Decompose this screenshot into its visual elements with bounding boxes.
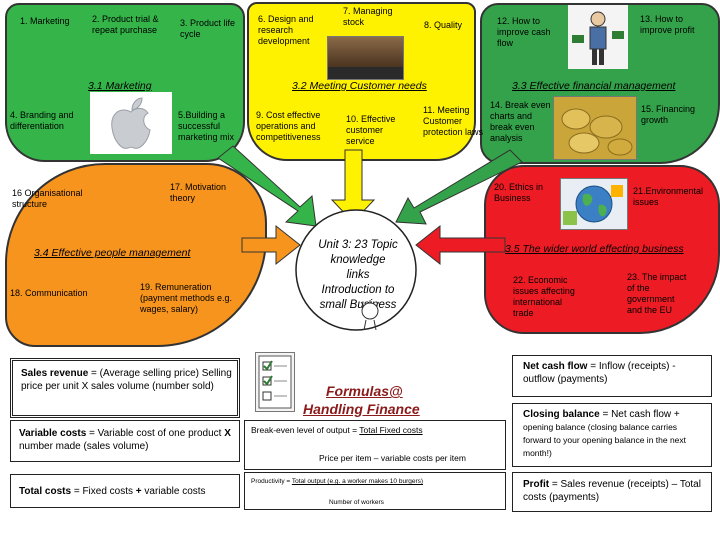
topic-3-product-life-cycle: 3. Product life cycle [180, 18, 236, 39]
breakeven-label: Break-even level of output = [251, 425, 360, 435]
closing-balance-label: Closing balance [523, 409, 600, 420]
topic-9-cost-effective: 9. Cost effective operations and competi… [256, 110, 321, 142]
topic-13-improve-profit: 13. How to improve profit [640, 14, 695, 35]
productivity-denominator: Number of workers [329, 499, 384, 506]
topic-12-cash-flow: 12. How to improve cash flow [497, 16, 551, 48]
design-team-image [327, 36, 404, 80]
apple-logo-image [90, 92, 172, 154]
formulas-title-1: Formulas@ [326, 383, 403, 399]
topic-16-organisational-structure: 16 Organisational structure [12, 188, 83, 209]
formula-profit-box: Profit = Sales revenue (receipts) – Tota… [512, 472, 712, 512]
formulas-title-2: Handling Finance [303, 401, 420, 417]
productivity-label: Productivity = [251, 478, 292, 485]
formula-sales-revenue: Sales revenue = (Average selling price) … [21, 367, 236, 393]
topic-20-ethics: 20. Ethics in Business [494, 182, 544, 203]
formula-closing-balance: Closing balance = Net cash flow + openin… [523, 408, 705, 460]
topic-11-customer-protection: 11. Meeting Customer protection laws [423, 105, 484, 137]
topic-22-economic-issues: 22. Economic issues affecting internatio… [513, 275, 575, 318]
topic-15-financing-growth: 15. Financing growth [641, 104, 696, 125]
formula-breakeven-box: Break-even level of output = Total Fixed… [244, 420, 506, 470]
heading-3-4-people-management: 3.4 Effective people management [34, 247, 191, 259]
topic-5-marketing-mix: 5.Building a successful marketing mix [178, 110, 235, 142]
topic-17-motivation: 17. Motivation theory [170, 182, 227, 203]
net-cash-flow-label: Net cash flow [523, 361, 588, 372]
sales-revenue-text: = (Average selling price) Selling price … [21, 368, 232, 392]
total-costs-plus: + [135, 486, 142, 497]
arrow-finance [395, 149, 523, 225]
formula-variable-costs: Variable costs = Variable cost of one pr… [19, 427, 234, 453]
total-costs-text-2: variable costs [141, 486, 206, 497]
arrow-marketing [217, 145, 317, 227]
arrow-people [241, 224, 301, 266]
customer-needs-section [247, 2, 476, 161]
topic-14-break-even: 14. Break even charts and break even ana… [490, 100, 551, 143]
formula-total-costs: Total costs = Fixed costs + variable cos… [19, 485, 234, 498]
closing-balance-text-2: opening balance (closing balance carries… [523, 422, 687, 458]
formula-net-cash-flow: Net cash flow = Inflow (receipts) - outf… [523, 360, 703, 386]
checklist-image [255, 352, 295, 412]
total-costs-text-1: = Fixed costs [71, 486, 136, 497]
topic-6-design-research: 6. Design and research development [258, 14, 314, 46]
heading-3-2-customer-needs: 3.2 Meeting Customer needs [292, 80, 427, 92]
formula-total-costs-box: Total costs = Fixed costs + variable cos… [10, 474, 240, 508]
variable-costs-label: Variable costs [19, 428, 87, 439]
heading-3-1-marketing: 3.1 Marketing [88, 80, 152, 92]
center-circle [295, 209, 417, 331]
topic-10-customer-service: 10. Effective customer service [346, 114, 396, 146]
coins-image [553, 96, 637, 160]
topic-23-government-eu: 23. The impact of the government and the… [627, 272, 687, 315]
topic-1-marketing: 1. Marketing [20, 16, 70, 26]
topic-4-branding: 4. Branding and differentiation [10, 110, 74, 131]
arrow-wider [415, 224, 506, 266]
formula-closing-balance-box: Closing balance = Net cash flow + openin… [512, 403, 712, 467]
people-section [5, 163, 267, 347]
profit-text: = Sales revenue (receipts) – Total costs… [523, 479, 701, 503]
heading-3-5-wider-world: 3.5 The wider world effecting business [505, 243, 684, 255]
net-cash-flow-text: = Inflow (receipts) - outflow (payments) [523, 361, 676, 385]
topic-7-managing-stock: 7. Managing stock [343, 6, 393, 27]
topic-2-product-trial: 2. Product trial & repeat purchase [92, 14, 159, 35]
variable-costs-text-2: number made (sales volume) [19, 441, 149, 452]
closing-balance-text-1: = Net cash flow + [599, 409, 680, 420]
breakeven-numerator: Total Fixed costs [359, 425, 423, 435]
formula-profit: Profit = Sales revenue (receipts) – Tota… [523, 478, 705, 504]
profit-label: Profit [523, 479, 550, 490]
variable-costs-x: X [224, 428, 231, 439]
formula-variable-costs-box: Variable costs = Variable cost of one pr… [10, 420, 240, 462]
cash-flow-image [568, 5, 628, 69]
topic-21-environmental: 21.Environmental issues [633, 186, 704, 207]
heading-3-3-financial-management: 3.3 Effective financial management [512, 80, 676, 92]
formula-sales-revenue-box: Sales revenue = (Average selling price) … [10, 358, 240, 418]
topic-8-quality: 8. Quality [424, 20, 463, 30]
sales-revenue-label: Sales revenue [21, 368, 89, 379]
productivity-numerator: Total output (e.g. a worker makes 10 bur… [291, 478, 424, 485]
formula-productivity-box: Productivity = Total output (e.g. a work… [244, 472, 506, 510]
breakeven-denominator: Price per item – variable costs per item [319, 453, 466, 463]
globe-image [560, 178, 628, 230]
topic-18-communication: 18. Communication [10, 288, 88, 298]
formula-productivity: Productivity = Total output (e.g. a work… [251, 478, 423, 485]
thinking-person-image [356, 300, 384, 330]
topic-19-remuneration: 19. Remuneration (payment methods e.g. w… [140, 282, 233, 314]
variable-costs-text-1: = Variable cost of one product [86, 428, 225, 439]
formula-breakeven: Break-even level of output = Total Fixed… [251, 425, 423, 435]
total-costs-label: Total costs [19, 486, 72, 497]
formula-net-cash-flow-box: Net cash flow = Inflow (receipts) - outf… [512, 355, 712, 397]
